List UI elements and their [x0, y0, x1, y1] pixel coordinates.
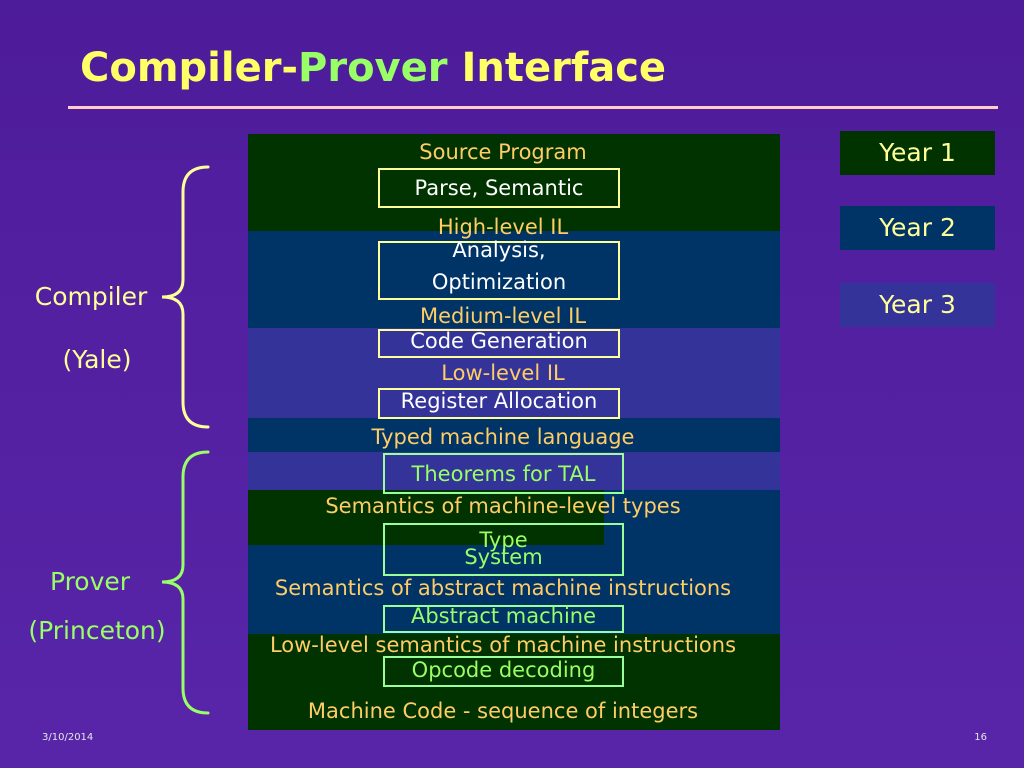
stage-analysis-optimization: Analysis, Optimization: [378, 238, 620, 300]
pipeline-band-year-1: [248, 634, 780, 730]
level-machine-type-semantics: Semantics of machine-level types: [325, 494, 681, 518]
title-compiler-part: Compiler-: [80, 45, 299, 91]
pipeline-band-year-2: [248, 231, 780, 328]
compiler-brace: [161, 165, 210, 429]
footer-date: 3/10/2014: [42, 732, 94, 743]
prover-brace: [161, 450, 210, 715]
stage-abstract-machine: Abstract machine: [383, 604, 624, 633]
stage-label: Abstract machine: [410, 604, 597, 628]
stage-label: Code Generation: [410, 329, 588, 353]
group-braces: [161, 165, 210, 715]
compiler-group-org: (Yale): [62, 345, 132, 374]
title-interface-part: Interface: [461, 45, 667, 91]
stage-label-line-2: System: [464, 545, 543, 569]
pipeline-band-year-3: [248, 328, 780, 418]
stage-theorems-for-tal: Theorems for TAL: [383, 453, 624, 494]
stage-parse-semantic: Parse, Semantic: [378, 168, 620, 208]
slide-title: Compiler-Prover Interface: [80, 44, 666, 92]
level-abstract-machine-semantics: Semantics of abstract machine instructio…: [274, 576, 732, 600]
pipeline-band-year-1: [248, 490, 604, 545]
prover-group-org: (Princeton): [28, 616, 166, 645]
footer-page-number: 16: [974, 732, 987, 743]
title-prover-part: Prover: [298, 45, 448, 91]
level-medium-level-il: Medium-level IL: [419, 304, 587, 328]
year-3-legend: Year 3: [840, 283, 995, 327]
prover-group-label: Prover: [49, 567, 131, 596]
level-high-level-il: High-level IL: [437, 215, 569, 239]
stage-label: Opcode decoding: [411, 658, 596, 682]
stage-register-allocation: Register Allocation: [378, 388, 620, 419]
level-source-program: Source Program: [419, 140, 587, 164]
stage-opcode-decoding: Opcode decoding: [383, 656, 624, 687]
stage-code-generation: Code Generation: [378, 329, 620, 358]
stage-label: Register Allocation: [400, 389, 598, 413]
year-1-legend: Year 1: [840, 131, 995, 175]
stage-label-line-1: Analysis,: [452, 238, 546, 262]
stage-type-system: Type System: [383, 523, 624, 576]
pipeline-diagram: Source Program High-level IL Medium-leve…: [248, 134, 780, 730]
level-low-level-semantics: Low-level semantics of machine instructi…: [269, 633, 737, 657]
stage-label: Theorems for TAL: [411, 462, 596, 486]
pipeline-band-year-1: [248, 134, 780, 231]
stage-label-line-2: Optimization: [431, 270, 567, 294]
compiler-group-label: Compiler: [34, 282, 148, 311]
level-low-level-il: Low-level IL: [441, 361, 565, 385]
pipeline-band-year-2: [248, 418, 780, 452]
stage-label-line-1: Type: [479, 528, 528, 552]
year-2-legend: Year 2: [840, 206, 995, 250]
level-machine-code: Machine Code - sequence of integers: [307, 699, 699, 723]
pipeline-band-year-3: [248, 452, 780, 490]
level-typed-machine-language: Typed machine language: [371, 425, 635, 449]
title-underline: [68, 106, 998, 109]
stage-label: Parse, Semantic: [414, 176, 584, 200]
